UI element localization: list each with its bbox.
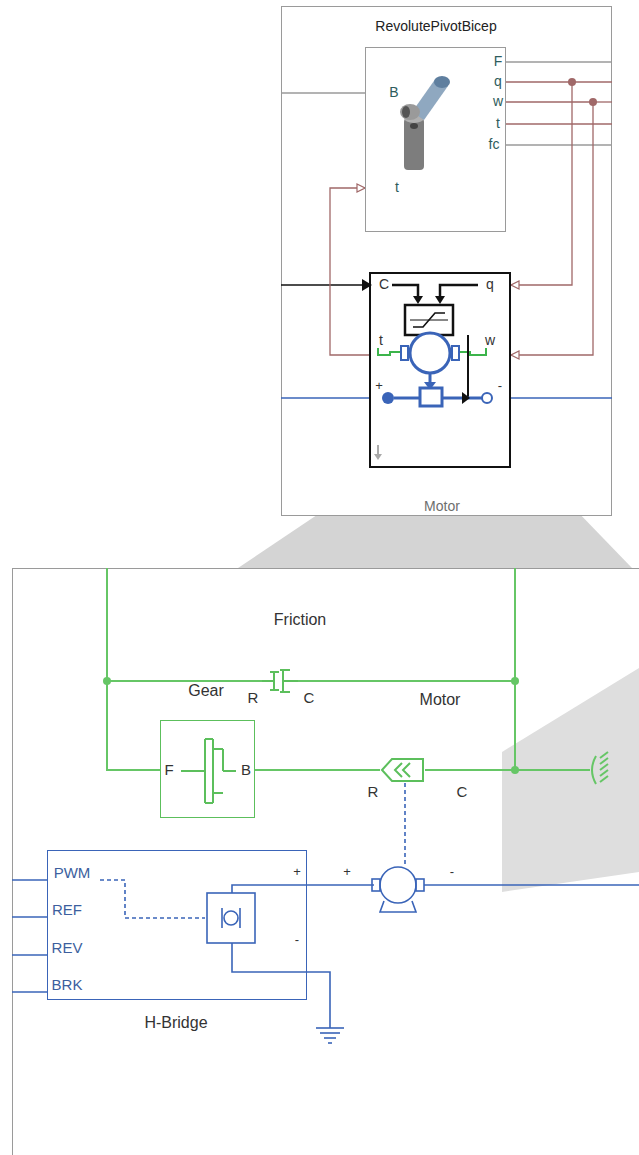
port-label: REF <box>52 902 82 919</box>
port-label: B <box>241 762 251 779</box>
zoom-wedge <box>502 668 639 892</box>
signal-connector <box>255 769 380 771</box>
port-label: BRK <box>52 977 83 994</box>
motor-subsystem-block: Motor <box>369 272 511 468</box>
port-label: w <box>485 333 495 348</box>
block-name: Motor <box>424 498 460 515</box>
electrical-wires <box>12 783 639 1043</box>
branch-dot <box>568 78 576 86</box>
port-label: t <box>395 180 399 195</box>
block-name: Friction <box>274 610 326 629</box>
port-label: + <box>293 865 301 879</box>
port-label: fc <box>489 137 500 152</box>
mechanical-wires <box>107 568 608 784</box>
port-label: REV <box>52 940 83 957</box>
rotational-actuator: Motor <box>380 757 425 783</box>
port-label: R <box>368 784 379 801</box>
port-label: C <box>457 784 468 801</box>
port-label: PWM <box>54 865 91 882</box>
port-label: C <box>304 690 315 707</box>
friction-symbol <box>262 668 298 694</box>
motor-block-icon <box>374 285 492 460</box>
signal-connector <box>298 681 515 770</box>
zoom-panel <box>13 569 639 1155</box>
port-label: - <box>450 865 454 879</box>
branch-dot <box>589 98 597 106</box>
port-label: t <box>379 333 383 348</box>
block-name: RevolutePivotBicep <box>375 18 496 35</box>
port-label: q <box>486 277 494 292</box>
block-name: H-Bridge <box>144 1013 207 1032</box>
port-label: F <box>494 54 503 69</box>
port-label: C <box>379 277 389 292</box>
port-label: + <box>375 379 383 393</box>
chevron-symbol <box>380 757 425 783</box>
port-label: t <box>496 116 500 131</box>
signal-connector <box>107 681 262 770</box>
friction-element: Friction <box>262 668 298 694</box>
port-label: - <box>295 933 299 947</box>
revolute-joint-icon <box>400 76 450 170</box>
joint-block: RevolutePivotBicep <box>365 47 506 232</box>
port-label: + <box>343 865 351 879</box>
block-name: Motor <box>420 690 461 709</box>
signal-connector <box>506 102 593 355</box>
zoom-panel <box>282 7 612 516</box>
signal-connector <box>506 82 572 285</box>
port-label: w <box>493 94 503 109</box>
port-label: - <box>498 379 502 393</box>
block-name: Gear <box>188 681 224 700</box>
port-label: R <box>248 690 259 707</box>
port-label: q <box>494 74 502 89</box>
gear-box: Gear <box>160 720 255 818</box>
signal-connector <box>330 188 369 355</box>
port-label: B <box>389 85 398 100</box>
port-label: F <box>164 762 173 779</box>
